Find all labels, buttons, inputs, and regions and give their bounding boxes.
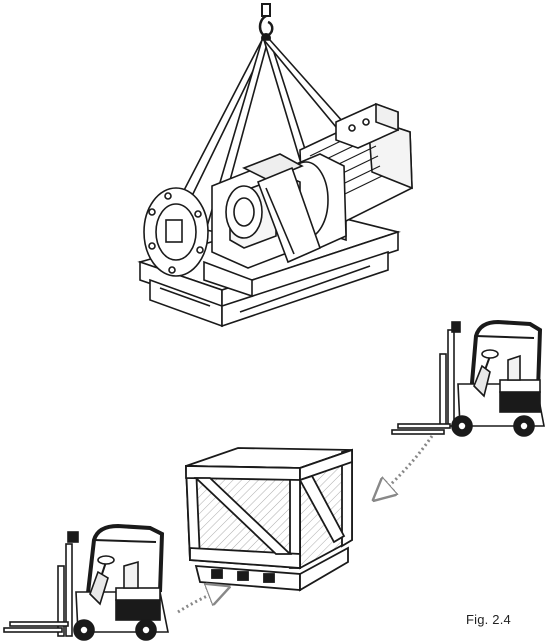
pump-motor-unit-icon [137, 102, 413, 328]
forklift-icon [3, 523, 169, 641]
move-arrow-icon [177, 588, 226, 614]
wooden-crate-icon [185, 447, 353, 592]
figure-caption: Fig. 2.4 [466, 612, 511, 627]
move-arrow-icon [376, 435, 434, 498]
forklift-icon [391, 319, 545, 437]
crane-hook-icon [258, 3, 274, 43]
